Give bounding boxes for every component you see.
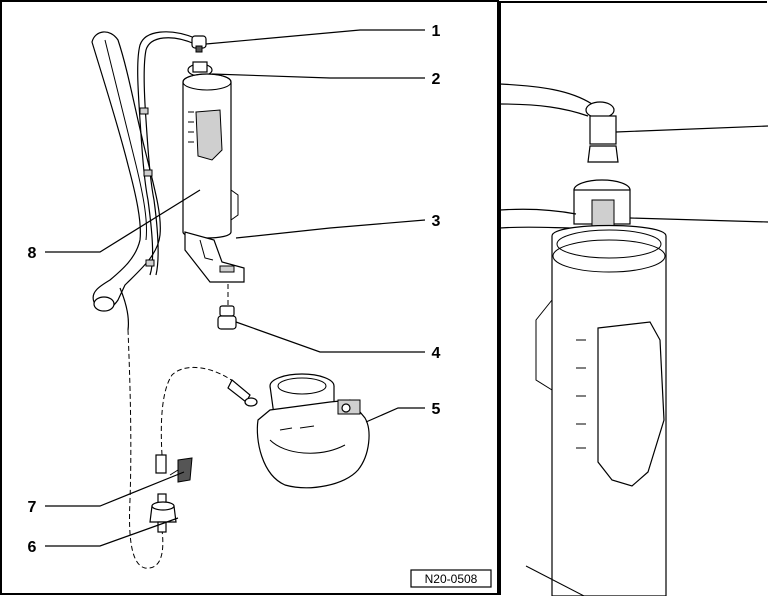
callout-3: 3 <box>432 213 441 230</box>
filler-pipe <box>91 31 161 331</box>
part-3-bracket <box>184 231 245 283</box>
leader-lines <box>45 29 426 547</box>
callout-1: 1 <box>432 23 441 40</box>
connection-hose <box>127 329 258 569</box>
detail-panel <box>499 1 768 596</box>
callout-2: 2 <box>432 71 441 88</box>
vent-hose <box>137 31 196 276</box>
part-5-throttle-body <box>256 373 370 489</box>
callout-4: 4 <box>432 345 441 362</box>
part-6-valve <box>149 493 177 533</box>
part-1-connector <box>191 35 207 53</box>
callout-7: 7 <box>28 499 37 516</box>
reference-code: N20-0508 <box>425 572 478 586</box>
part-8-canister <box>182 73 239 239</box>
reference-code-box: N20-0508 <box>410 569 492 588</box>
detail-connector <box>585 101 768 163</box>
detail-canister <box>525 224 667 596</box>
main-panel-frame <box>0 0 499 595</box>
part-4-screw <box>217 284 237 330</box>
part-2-cap <box>187 61 213 77</box>
callout-5: 5 <box>432 401 441 418</box>
callout-8: 8 <box>28 245 37 262</box>
callout-6: 6 <box>28 539 37 556</box>
